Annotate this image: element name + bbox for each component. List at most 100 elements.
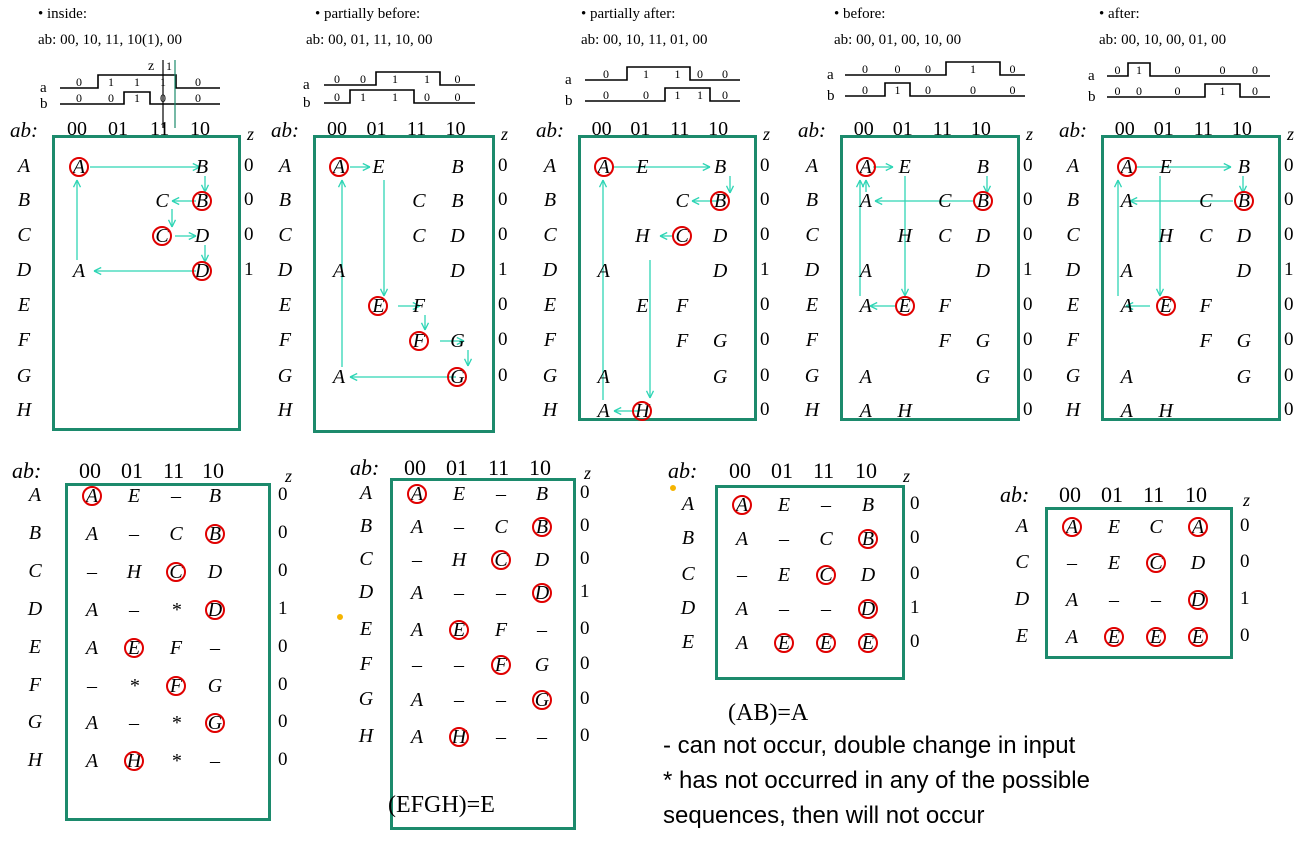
- stable-state-circle: [447, 367, 468, 387]
- signal-a-label: a: [565, 72, 572, 88]
- stable-state-circle: [1116, 157, 1137, 177]
- stable-state-circle: [205, 713, 225, 733]
- state-cell: *: [171, 712, 181, 734]
- wave-a-value: 1: [392, 72, 398, 86]
- stable-state-circle: [69, 157, 89, 177]
- state-cell: A: [72, 260, 86, 282]
- ab-header: ab:: [10, 118, 38, 142]
- output-value: 0: [580, 618, 590, 639]
- output-value: 0: [278, 560, 288, 581]
- flow-table-box: [1101, 135, 1281, 421]
- state-cell: D: [534, 549, 550, 571]
- column-header: 01: [121, 458, 143, 483]
- state-cell: A: [597, 366, 610, 388]
- state-cell: –: [779, 528, 789, 550]
- row-label: A: [805, 155, 819, 177]
- row-label: C: [1015, 551, 1029, 573]
- state-cell: –: [1151, 589, 1161, 611]
- output-value: 1: [1240, 588, 1250, 609]
- z-header: z: [584, 463, 592, 483]
- stable-state-circle: [858, 529, 878, 549]
- state-cell: –: [496, 483, 506, 505]
- state-cell: E: [452, 483, 466, 505]
- z-header: z: [1026, 124, 1034, 144]
- column-header: 01: [630, 118, 651, 140]
- column-header: 10: [529, 455, 551, 480]
- state-cell: B: [861, 494, 875, 516]
- wave-a-value: 0: [1010, 62, 1016, 76]
- wave-b-value: 0: [643, 88, 649, 102]
- stable-state-circle: [124, 751, 144, 771]
- ab-header: ab:: [350, 455, 380, 480]
- state-cell: C: [155, 190, 169, 212]
- row-label: F: [278, 329, 292, 351]
- waveform-a: [845, 61, 1025, 76]
- state-cell: A: [85, 750, 99, 772]
- ab-header: ab:: [668, 458, 698, 483]
- state-cell: –: [129, 599, 139, 621]
- column-header: 11: [932, 118, 953, 140]
- wave-a-value: 1: [424, 72, 430, 86]
- state-cell: A: [1065, 626, 1079, 648]
- state-cell: A: [1120, 190, 1133, 212]
- z-header: z: [1243, 490, 1251, 510]
- state-cell: A: [859, 190, 872, 212]
- state-cell: F: [938, 295, 951, 317]
- state-cell: C: [675, 190, 689, 212]
- wave-b-value: 0: [424, 90, 430, 104]
- output-value: 1: [580, 581, 590, 602]
- wave-b-value: 1: [134, 91, 140, 105]
- row-label: A: [28, 484, 42, 506]
- flow-table-box: [65, 483, 271, 821]
- stable-state-circle: [449, 620, 469, 640]
- stable-state-circle: [972, 191, 993, 211]
- state-cell: –: [454, 689, 464, 711]
- output-value: 0: [1023, 189, 1033, 210]
- signal-b-label: b: [565, 93, 573, 109]
- stable-state-circle: [1062, 517, 1082, 537]
- output-value: 0: [1284, 224, 1294, 245]
- sequence-label: ab: 00, 10, 11, 10(1), 00: [38, 32, 183, 48]
- row-label: D: [16, 259, 32, 281]
- state-cell: D: [712, 225, 728, 247]
- row-label: H: [1065, 399, 1081, 421]
- stable-state-circle: [855, 157, 876, 177]
- merge-label-ab: (AB)=A: [728, 700, 809, 726]
- row-label: A: [1015, 515, 1029, 537]
- column-header: 01: [1153, 118, 1174, 140]
- legend-note: - can not occur, double change in input: [663, 732, 1076, 759]
- wave-a-value: 0: [895, 62, 901, 76]
- state-cell: A: [735, 528, 749, 550]
- output-value: 0: [498, 155, 508, 176]
- row-label: D: [27, 598, 43, 620]
- flow-table-box: [313, 135, 495, 433]
- z-marker-label: z: [148, 59, 154, 74]
- column-header: 00: [67, 118, 87, 140]
- wave-a-value: 1: [160, 75, 166, 89]
- wave-b-value: 0: [1252, 84, 1258, 98]
- output-value: 0: [498, 329, 508, 350]
- stable-state-circle: [368, 296, 389, 316]
- state-cell: A: [410, 619, 424, 641]
- wave-a-value: 0: [1252, 63, 1258, 77]
- row-label: D: [1014, 588, 1030, 610]
- signal-a-label: a: [40, 80, 47, 96]
- state-cell: A: [410, 726, 424, 748]
- row-label: C: [359, 548, 373, 570]
- waveform-b: [1107, 83, 1270, 98]
- state-cell: E: [127, 485, 141, 507]
- stable-state-circle: [532, 583, 552, 603]
- stable-state-circle: [632, 401, 653, 421]
- row-label: C: [681, 563, 695, 585]
- stable-state-circle: [1104, 627, 1124, 647]
- column-header: 11: [150, 118, 170, 140]
- state-cell: A: [85, 637, 99, 659]
- wave-a-value: 0: [925, 62, 931, 76]
- state-cell: –: [737, 564, 747, 586]
- state-cell: C: [1149, 516, 1163, 538]
- output-value: 0: [1284, 365, 1294, 386]
- row-label: E: [17, 294, 31, 316]
- waveform-a: [1107, 62, 1270, 77]
- output-value: 0: [760, 365, 770, 386]
- row-label: E: [359, 618, 373, 640]
